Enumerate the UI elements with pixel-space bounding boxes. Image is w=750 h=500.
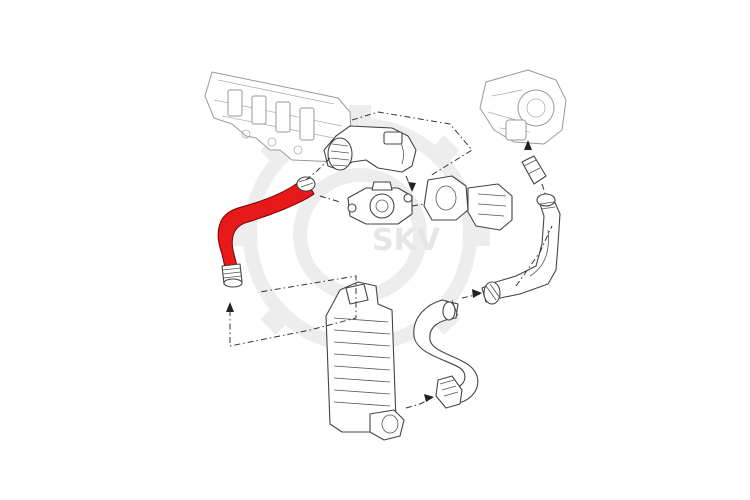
intercooler-hose-highlighted — [217, 176, 316, 288]
watermark-text: SKV — [372, 223, 441, 258]
arrow-up-red-hose — [226, 302, 234, 312]
turbocharger — [479, 69, 567, 145]
intercooler — [325, 281, 405, 441]
arrowheads — [226, 140, 532, 402]
lower-intercooler-hose — [413, 299, 479, 409]
arrow-right-outlet — [472, 289, 482, 298]
arrow-up-turbo-hose — [524, 140, 532, 150]
intake-manifold — [204, 71, 353, 163]
red-hose-body — [217, 179, 315, 273]
throttle-elbow — [323, 125, 417, 173]
turbo-outlet-pipe — [481, 193, 561, 305]
arrow-egr — [408, 182, 416, 192]
leader-lines — [229, 111, 553, 409]
egr-flange-pipe — [423, 175, 513, 231]
turbo-small-hose — [521, 155, 547, 185]
arrow-right-intercooler — [424, 394, 434, 402]
egr-valve — [347, 181, 413, 225]
